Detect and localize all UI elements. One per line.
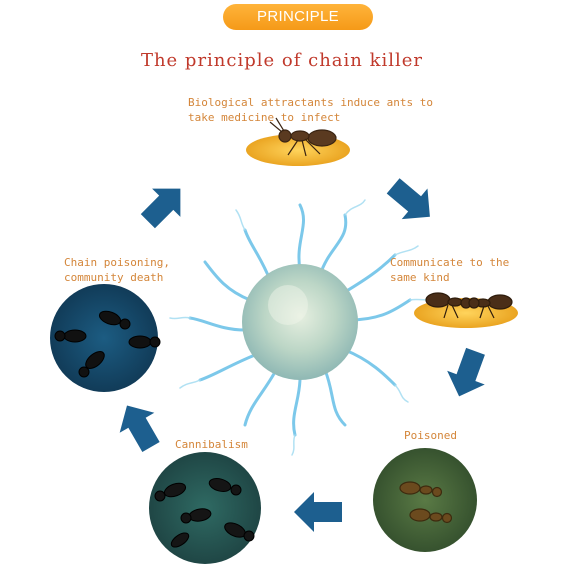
arrow-4-to-5 xyxy=(119,405,160,453)
step-2-label: Communicate to the same kind xyxy=(390,256,510,284)
center-poison-cell xyxy=(169,199,433,456)
arrow-2-to-3 xyxy=(447,347,485,397)
step-3-poisoned-image xyxy=(373,448,477,552)
arrow-3-to-4 xyxy=(294,492,342,532)
principle-badge: PRINCIPLE xyxy=(223,4,373,30)
step-4-cannibalism-image xyxy=(149,452,261,564)
step-4-label: Cannibalism xyxy=(175,438,248,451)
step-1-label: Biological attractants induce ants to ta… xyxy=(188,96,434,124)
step-1-bait-image xyxy=(246,117,350,166)
step-3-label: Poisoned xyxy=(404,429,457,442)
page-title: The principle of chain killer xyxy=(140,50,424,71)
step-5-chain-poisoning-image xyxy=(50,284,161,392)
step-5-label: Chain poisoning, community death xyxy=(64,256,170,284)
arrow-1-to-2 xyxy=(386,178,430,220)
arrow-5-to-1 xyxy=(140,188,181,229)
step-2-communicate-image xyxy=(414,292,518,328)
